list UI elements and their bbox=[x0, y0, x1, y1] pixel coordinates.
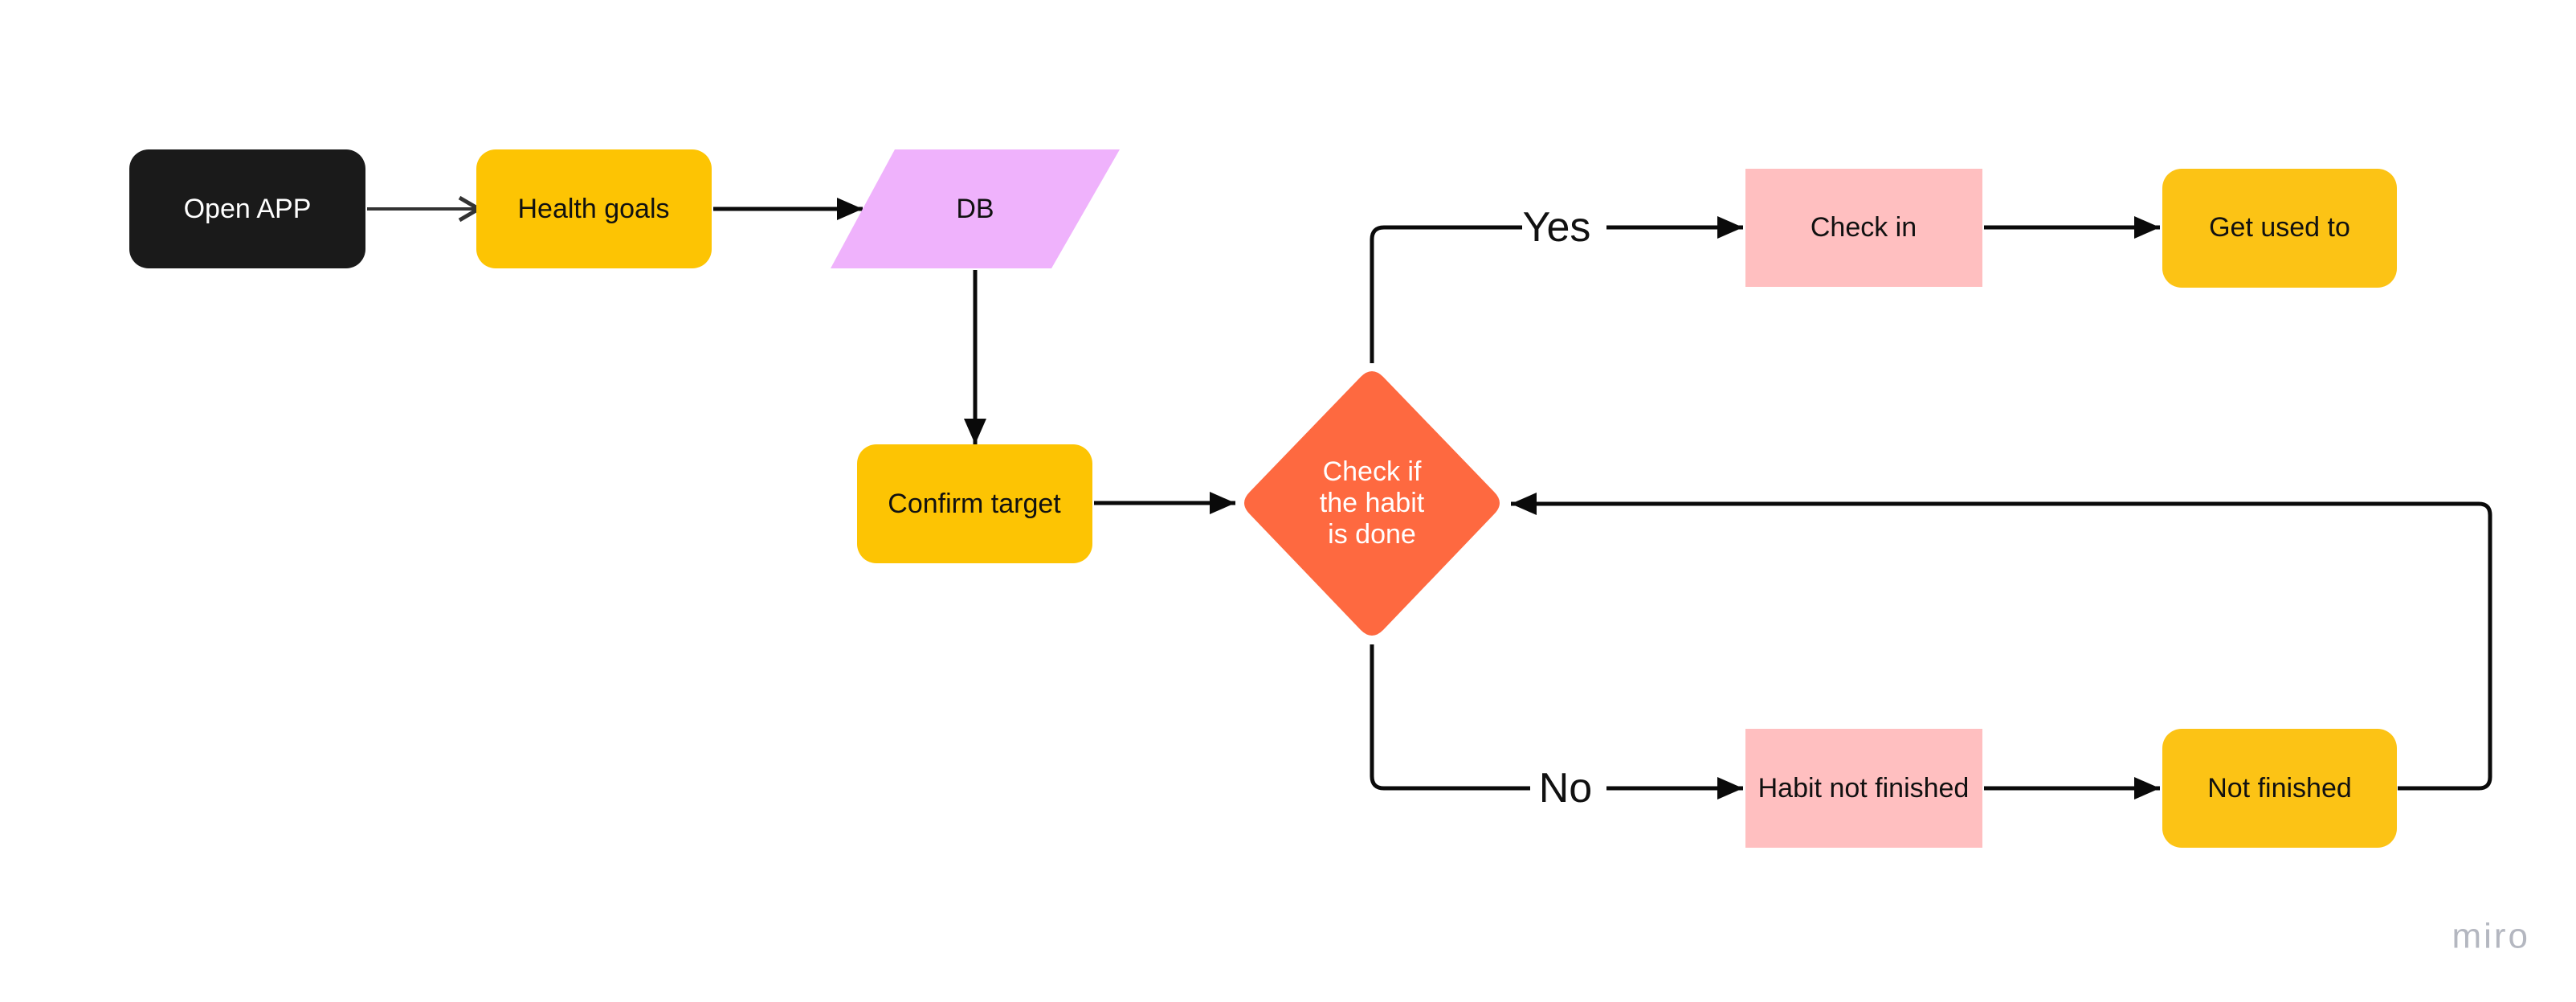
node-open-app-label: Open APP bbox=[184, 194, 312, 224]
edge-label-no: No bbox=[1539, 765, 1592, 812]
node-confirm-target-label: Confirm target bbox=[888, 489, 1061, 519]
node-health-goals[interactable]: Health goals bbox=[476, 149, 712, 268]
node-decision[interactable]: Check if the habit is done bbox=[1244, 371, 1500, 636]
node-habit-not-finished-shape bbox=[1745, 729, 1982, 848]
node-confirm-target-shape bbox=[857, 444, 1092, 563]
edge-notfinished-loop bbox=[1511, 493, 2492, 791]
node-open-app-shape bbox=[129, 149, 365, 268]
node-habit-not-finished[interactable]: Habit not finished bbox=[1745, 729, 1982, 848]
node-open-app[interactable]: Open APP bbox=[129, 149, 365, 268]
node-db[interactable]: DB bbox=[831, 149, 1120, 268]
node-check-in-label: Check in bbox=[1811, 212, 1917, 243]
node-db-label: DB bbox=[956, 194, 994, 224]
node-not-finished[interactable]: Not finished bbox=[2162, 729, 2397, 848]
node-health-goals-shape bbox=[476, 149, 712, 268]
node-not-finished-shape bbox=[2162, 729, 2397, 848]
node-check-in-shape bbox=[1745, 169, 1982, 287]
node-db-shape bbox=[831, 149, 1120, 268]
node-get-used-to-label: Get used to bbox=[2209, 212, 2350, 243]
node-get-used-to-shape bbox=[2162, 169, 2397, 288]
connectors bbox=[367, 209, 2492, 800]
node-get-used-to[interactable]: Get used to bbox=[2162, 169, 2397, 288]
miro-watermark: miro bbox=[2451, 917, 2530, 956]
edge-decision-yes-segment-1 bbox=[1370, 225, 1522, 363]
node-check-in[interactable]: Check in bbox=[1745, 169, 1982, 287]
node-habit-not-finished-label: Habit not finished bbox=[1758, 773, 1970, 804]
node-decision-label-line-2: the habit bbox=[1320, 488, 1425, 518]
edge-decision-no-segment-1 bbox=[1370, 644, 1530, 791]
node-not-finished-label: Not finished bbox=[2207, 773, 2352, 804]
node-health-goals-label: Health goals bbox=[517, 194, 669, 224]
node-decision-label-line-3: is done bbox=[1328, 519, 1416, 550]
edge-label-yes: Yes bbox=[1523, 204, 1591, 251]
node-confirm-target[interactable]: Confirm target bbox=[857, 444, 1092, 563]
node-decision-shape bbox=[1244, 371, 1500, 636]
node-decision-label-line-1: Check if bbox=[1323, 456, 1422, 487]
